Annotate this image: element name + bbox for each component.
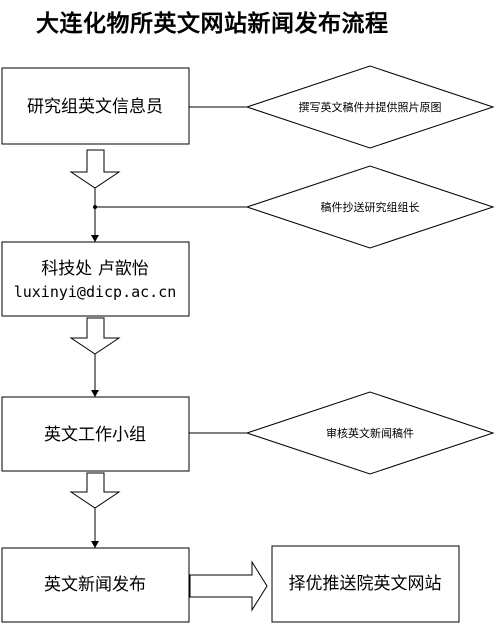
right-arrow bbox=[189, 560, 268, 612]
arrowhead-2 bbox=[91, 390, 99, 397]
arrowhead-3 bbox=[91, 541, 99, 548]
note-label-1: 撰写英文稿件并提供照片原图 bbox=[299, 100, 442, 114]
arrowhead-1 bbox=[91, 235, 99, 242]
note-label-3: 审核英文新闻稿件 bbox=[326, 426, 414, 440]
note-diamond-1[interactable] bbox=[245, 65, 495, 149]
note-diamond-3[interactable] bbox=[245, 391, 495, 475]
down-arrow-2 bbox=[69, 317, 121, 355]
final-label: 择优推送院英文网站 bbox=[289, 574, 442, 594]
step-box-1[interactable] bbox=[1, 67, 190, 145]
junction-dot bbox=[93, 205, 97, 209]
page-title: 大连化物所英文网站新闻发布流程 bbox=[36, 10, 389, 37]
step-label-4: 英文新闻发布 bbox=[44, 575, 146, 595]
step-box-2[interactable] bbox=[1, 241, 190, 317]
step-label-2: 科技处 卢歆怡 bbox=[41, 259, 148, 279]
step-label-3: 英文工作小组 bbox=[44, 425, 146, 445]
note-label-2: 稿件抄送研究组组长 bbox=[321, 200, 420, 214]
final-box[interactable] bbox=[271, 545, 460, 623]
note-diamond-2[interactable] bbox=[245, 165, 495, 249]
down-arrow-1 bbox=[69, 149, 121, 189]
down-arrow-3 bbox=[69, 472, 121, 509]
step-label-1: 研究组英文信息员 bbox=[27, 97, 163, 117]
step-email-2: luxinyi@dicp.ac.cn bbox=[14, 283, 177, 301]
